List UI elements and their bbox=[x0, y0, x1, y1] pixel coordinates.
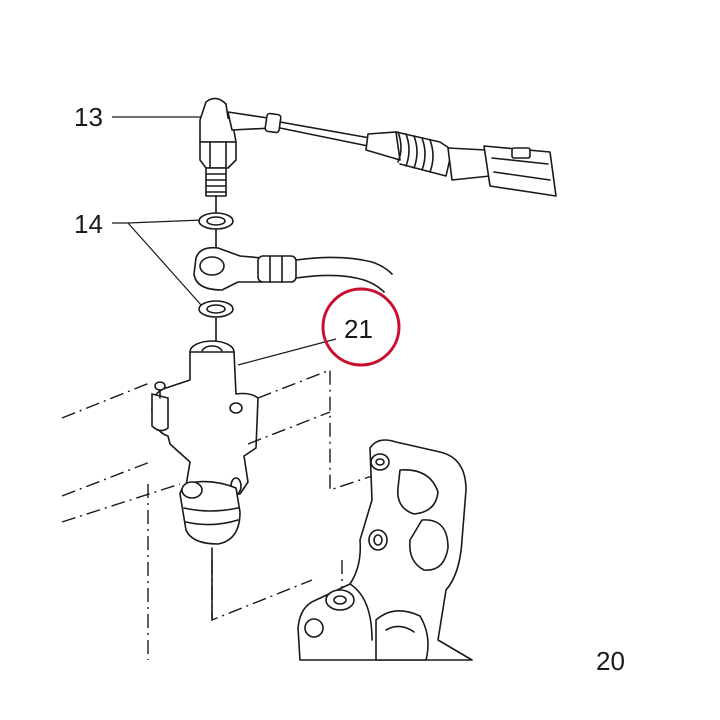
leader-14-upper bbox=[112, 219, 203, 224]
callout-13: 13 bbox=[74, 102, 103, 132]
callout-20: 20 bbox=[596, 646, 625, 676]
part-20-knuckle bbox=[297, 439, 473, 661]
part-13-switch-and-wire bbox=[112, 97, 557, 213]
callout-21: 21 bbox=[344, 314, 373, 344]
alignment-lines bbox=[61, 368, 373, 660]
part-14-sealing-washers bbox=[112, 212, 234, 345]
leader-14-lower bbox=[127, 222, 203, 307]
leader-21 bbox=[237, 338, 337, 366]
callout-14: 14 bbox=[74, 209, 103, 239]
part-21-cylinder bbox=[151, 338, 337, 621]
leader-13 bbox=[112, 113, 211, 118]
banjo-fitting-and-hose bbox=[193, 246, 393, 293]
highlight-circle-21 bbox=[321, 287, 401, 367]
